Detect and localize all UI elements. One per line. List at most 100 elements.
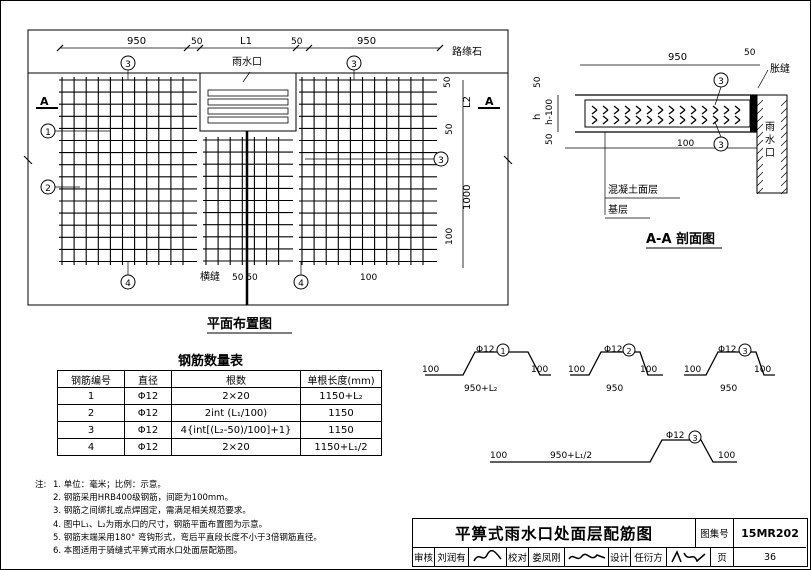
dim-50-left: 50 — [191, 37, 203, 47]
section-callout-3-top: 3 — [713, 72, 729, 106]
note-item: 6. 本图适用于骑缝式平箅式雨水口处面层配筋图。 — [53, 546, 243, 557]
checker-name: 娄凤刚 — [529, 548, 565, 566]
title-block: 平箅式雨水口处面层配筋图 图集号 15MR202 审核 刘润有 校对 娄凤刚 设… — [412, 518, 808, 567]
joint-label: 横缝 — [200, 270, 220, 283]
concrete-layer-label: 混凝土面层 — [608, 183, 658, 196]
designer-signature — [667, 548, 711, 566]
callout-4-right: 4 — [293, 262, 309, 290]
section-dim-h100: h-100 — [545, 99, 555, 125]
inlet-label: 雨水口 — [232, 56, 262, 68]
svg-text:Φ12: Φ12 — [666, 431, 685, 441]
section-dim-100: 100 — [677, 139, 694, 149]
section-title: A-A 剖面图 — [646, 231, 715, 247]
svg-text:3: 3 — [351, 60, 357, 70]
expansion-joint-label: 胀缝 — [770, 62, 790, 75]
check-label: 校对 — [507, 548, 529, 566]
dim-100-vertical: 100 — [445, 228, 455, 245]
svg-text:3: 3 — [692, 434, 697, 443]
atlas-label: 图集号 — [696, 519, 734, 548]
base-layer-label: 基层 — [608, 203, 628, 216]
svg-text:100: 100 — [718, 451, 735, 461]
svg-text:100: 100 — [640, 365, 657, 375]
rebar-table-title: 钢筋数量表 — [178, 354, 244, 369]
callout-4-left: 4 — [120, 262, 136, 290]
note-item: 4. 图中L₁、L₂为雨水口的尺寸，钢筋平面布置图为示意。 — [53, 519, 268, 530]
svg-text:Φ12: Φ12 — [718, 345, 737, 355]
inlet-leader — [242, 71, 251, 83]
dim-50-right: 50 — [291, 37, 303, 47]
section-mark-left: A — [40, 95, 49, 108]
svg-text:1: 1 — [500, 347, 505, 356]
section-mark-right: A — [485, 95, 494, 108]
inlet-grate-bars — [207, 89, 289, 124]
rebar-grid-left — [59, 77, 197, 265]
svg-text:3: 3 — [438, 156, 444, 166]
reviewer-signature — [469, 548, 507, 566]
review-label: 审核 — [413, 548, 435, 566]
section-dim-50: 50 — [744, 48, 756, 58]
dim-1000: 1000 — [462, 185, 473, 210]
svg-text:1: 1 — [45, 128, 51, 138]
svg-text:100: 100 — [531, 365, 548, 375]
svg-text:Φ12: Φ12 — [476, 345, 495, 355]
svg-text:100: 100 — [568, 365, 585, 375]
reviewer-name: 刘润有 — [435, 548, 469, 566]
table-header-row: 钢筋编号 直径 根数 单根长度(mm) — [57, 370, 382, 388]
bar-shape-4: Φ12 3 100 100 950+L₁/2 — [490, 430, 737, 463]
dim-l1: L1 — [240, 36, 252, 47]
svg-text:3: 3 — [718, 141, 724, 151]
break-mark-right — [503, 155, 513, 165]
section-inlet-label-2: 水 — [765, 134, 775, 146]
dim-950-right: 950 — [357, 36, 376, 47]
section-inlet-label-1: 雨 — [765, 122, 775, 133]
section-dim-50-bottom: 50 — [545, 133, 555, 145]
section-dim-50-top: 50 — [533, 76, 543, 88]
header-diameter: 直径 — [124, 370, 172, 388]
dim-l2: L2 — [462, 96, 473, 108]
svg-text:100: 100 — [490, 451, 507, 461]
section-chevron-hatch — [591, 105, 741, 125]
bar-shape-1: Φ12 1 100 100 950+L₂ — [422, 343, 551, 394]
svg-text:950+L₂: 950+L₂ — [464, 384, 498, 394]
callout-2: 2 — [40, 179, 80, 195]
section-dim-h: h — [532, 114, 543, 120]
drawing-title: 平箅式雨水口处面层配筋图 — [413, 519, 696, 548]
svg-text:100: 100 — [422, 365, 439, 375]
bar-shape-3: Φ12 3 100 100 950 — [684, 343, 775, 394]
svg-text:3: 3 — [718, 77, 724, 87]
plan-view: 950 50 L1 50 950 路缘石 雨水口 横缝 50 50 A A — [23, 29, 513, 334]
notes-block: 注: 1. 单位：毫米；比例：示意。 2. 钢筋采用HRB400级钢筋，间距为1… — [35, 479, 322, 558]
dim-50-a: 50 — [443, 76, 453, 88]
svg-text:100: 100 — [754, 365, 771, 375]
section-dim-950: 950 — [668, 52, 687, 63]
note-item: 5. 钢筋末端采用180° 弯钩形式，弯后平直段长度不小于3倍钢筋直径。 — [53, 532, 322, 543]
note-item: 1. 单位：毫米；比例：示意。 — [53, 480, 166, 490]
note-item: 2. 钢筋采用HRB400级钢筋，间距为100mm。 — [53, 493, 233, 504]
header-count: 根数 — [171, 370, 301, 388]
dim-100-horizontal: 100 — [360, 273, 377, 283]
section-callout-3-bottom: 3 — [713, 121, 729, 152]
inlet-frame — [199, 72, 297, 132]
callout-3-right: 3 — [346, 55, 362, 80]
rebar-grid-right — [299, 77, 437, 265]
design-label: 设计 — [609, 548, 631, 566]
designer-name: 任衍方 — [631, 548, 667, 566]
dim-950-left: 950 — [127, 36, 146, 47]
curb-label: 路缘石 — [452, 45, 482, 58]
svg-text:950: 950 — [720, 384, 737, 394]
callout-3-left: 3 — [120, 55, 136, 80]
atlas-number: 15MR202 — [734, 519, 806, 548]
plan-title: 平面布置图 — [207, 316, 272, 332]
expansion-joint-fill — [750, 95, 757, 132]
notes-label: 注: — [35, 480, 47, 490]
svg-text:950+L₁/2: 950+L₁/2 — [550, 451, 592, 461]
page-number: 36 — [763, 551, 777, 563]
checker-signature — [565, 548, 609, 566]
bar-shape-2: Φ12 2 100 100 950 — [568, 343, 663, 394]
svg-text:3: 3 — [742, 347, 747, 356]
